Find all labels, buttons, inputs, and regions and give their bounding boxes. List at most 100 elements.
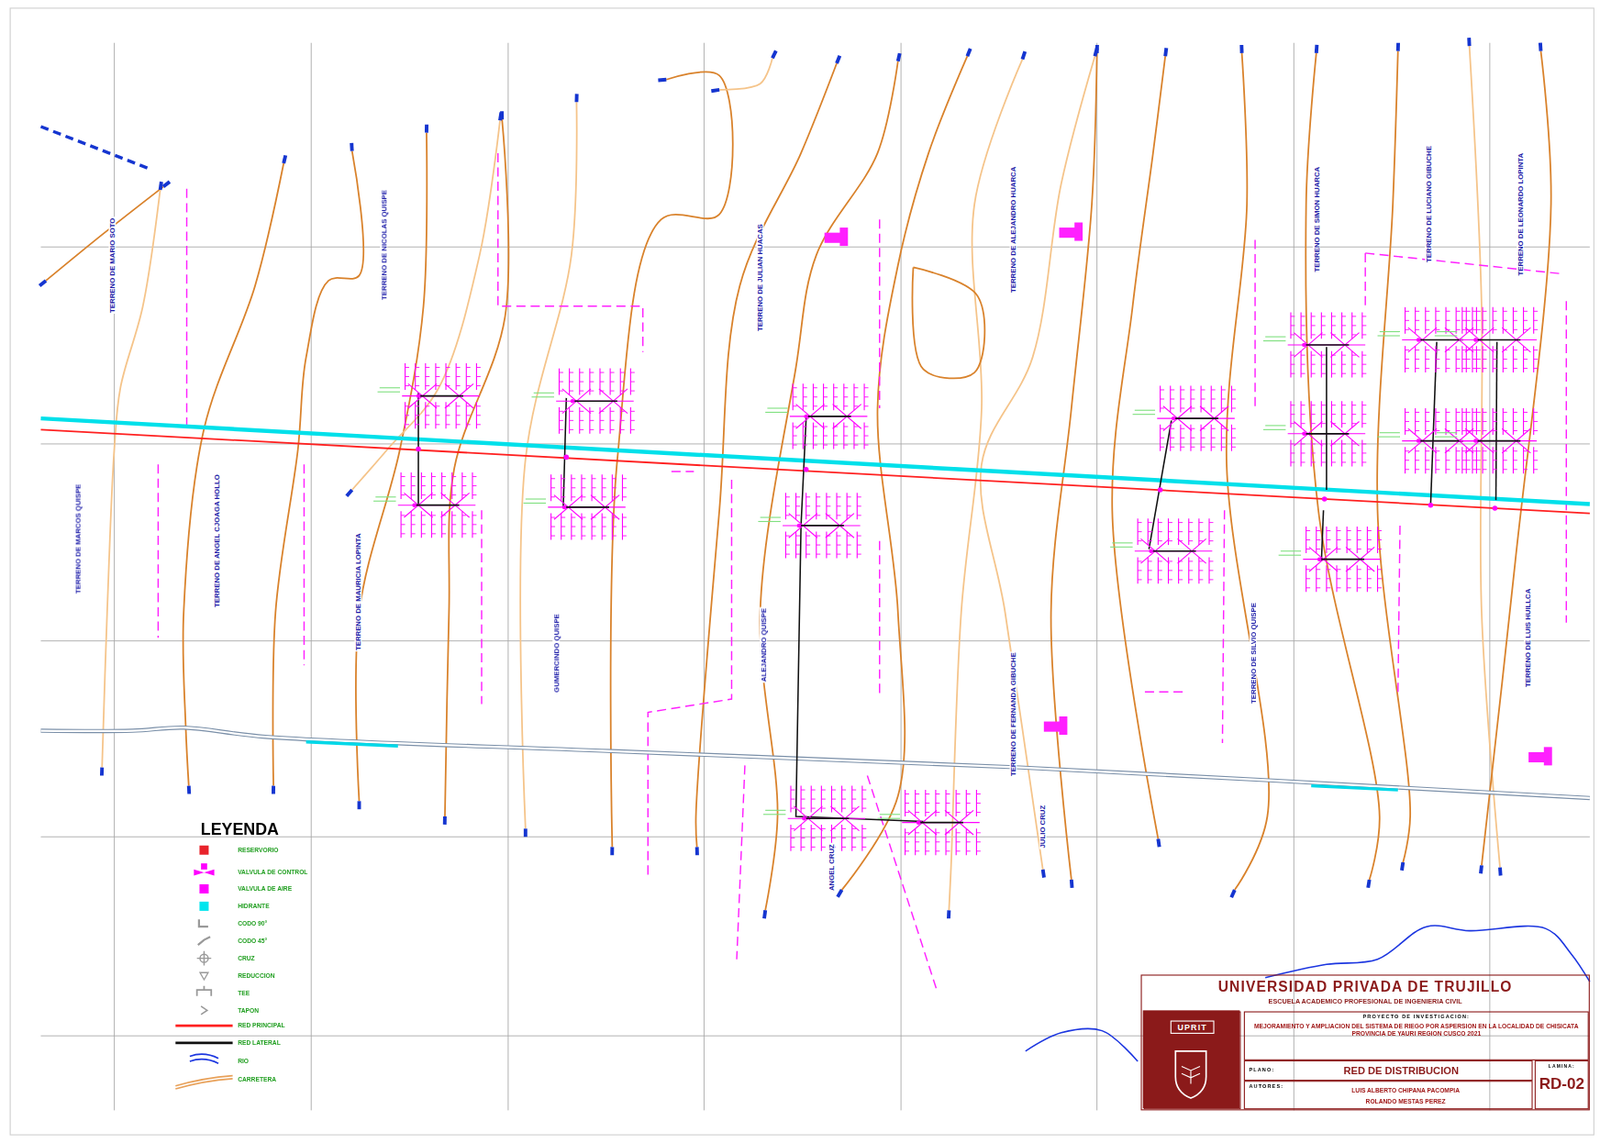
cross-symbol (197, 951, 212, 967)
sprinkler-head (425, 376, 430, 378)
sprinkler-manifold (789, 415, 868, 417)
sprinkler-head (462, 476, 467, 478)
sprinkler-head (1331, 404, 1335, 406)
sprinkler-head (589, 411, 594, 412)
sprinkler-head (1425, 367, 1430, 369)
callout-leader (765, 411, 788, 413)
sprinkler-head (611, 496, 616, 498)
sprinkler-head (823, 444, 828, 446)
legend-text: TAPON (237, 1007, 259, 1014)
sprinkler-head (405, 405, 410, 407)
level-mark (500, 111, 504, 120)
sprinkler-cluster (1434, 307, 1538, 373)
sprinkler-head (1188, 531, 1193, 533)
title-block-text: RED DE DISTRIBUCION (1274, 1066, 1528, 1078)
sub-main (564, 506, 610, 509)
road-sample (175, 1076, 233, 1089)
callout-leader (1265, 336, 1286, 338)
sprinkler-head (1405, 421, 1410, 423)
sprinkler-head (1200, 446, 1205, 448)
sprinkler-manifold (1288, 433, 1367, 434)
sprinkler-head (1326, 548, 1331, 550)
sprinkler-head (452, 533, 456, 534)
sprinkler-head (1168, 522, 1173, 523)
parcel-owner-label: TERRENO DE MARIO SOTO (108, 217, 116, 314)
sprinkler-head (1512, 311, 1517, 312)
sprinkler-head (1523, 468, 1528, 470)
property-boundary (647, 479, 732, 878)
sprinkler-head (966, 811, 970, 813)
sprinkler-head (846, 514, 851, 516)
sprinkler-head (821, 828, 825, 830)
sprinkler-head (945, 802, 950, 804)
sprinkler-head (945, 850, 950, 852)
sprinkler-head (421, 494, 425, 496)
sprinkler-head (1147, 569, 1152, 571)
contour-lines (45, 45, 1552, 911)
sprinkler-head (1377, 577, 1382, 579)
sprinkler-head (792, 435, 797, 437)
sprinkler-head (1300, 364, 1305, 366)
sprinkler-head (1211, 398, 1215, 400)
sprinkler-head (1211, 428, 1215, 430)
sprinkler-head (561, 517, 566, 519)
sprinkler-head (1211, 407, 1215, 409)
sprinkler-head (1356, 568, 1361, 570)
sprinkler-head (620, 411, 624, 412)
sprinkler-head (1512, 459, 1517, 461)
sprinkler-head (1405, 468, 1410, 470)
legend-symbol (193, 863, 214, 876)
sprinkler-head (806, 496, 811, 498)
sprinkler-head (569, 420, 574, 422)
sprinkler-head (1290, 452, 1295, 454)
callout-leader (877, 818, 900, 820)
sprinkler-head (1306, 548, 1311, 550)
sprinkler-head (1476, 430, 1480, 432)
sprinkler-head (1316, 539, 1321, 541)
sprinkler-head (844, 435, 848, 437)
sprinkler-cluster (1263, 400, 1367, 467)
hydrant-line (1311, 786, 1399, 790)
contour-line (272, 151, 364, 787)
callout-leader (1134, 410, 1156, 412)
sprinkler-head (1321, 404, 1325, 406)
sprinkler-head (796, 554, 800, 556)
sprinkler-head (792, 396, 797, 398)
sprinkler-head (862, 837, 867, 839)
sprinkler-head (1342, 404, 1346, 406)
sprinkler-head (1160, 398, 1165, 400)
sprinkler-head (622, 526, 626, 528)
sprinkler-cluster (373, 472, 477, 538)
main-junction (1428, 502, 1434, 509)
property-boundary (1365, 253, 1559, 274)
sprinkler-head (1170, 428, 1175, 430)
sprinkler-head (1362, 452, 1367, 454)
sprinkler-head (1300, 422, 1305, 424)
sprinkler-head (1300, 373, 1305, 375)
sprinkler-head (1415, 311, 1420, 312)
sprinkler-head (802, 396, 807, 398)
legend-text: CRUZ (237, 955, 256, 962)
sprinkler-head (610, 390, 614, 392)
sprinkler-head (955, 832, 960, 834)
sub-main (1319, 558, 1365, 561)
property-boundary (1222, 510, 1224, 744)
sprinkler-head (445, 376, 450, 378)
sub-main (1173, 417, 1219, 420)
sprinkler-head (1231, 428, 1235, 430)
sprinkler-head (1533, 459, 1538, 461)
sprinkler-head (1342, 315, 1346, 317)
sprinkler-head (976, 841, 980, 843)
sprinkler-head (852, 837, 856, 839)
parcel-owner-label: TERRENO DE ANGEL CJOAGA HOLLO (212, 473, 221, 609)
sprinkler-head (1533, 450, 1538, 452)
sprinkler-head (455, 405, 460, 407)
sprinkler-head (812, 435, 817, 437)
valve-box-cap (839, 227, 848, 246)
callout-leader (763, 813, 786, 815)
sprinkler-cluster (765, 383, 868, 449)
legend-symbol (197, 951, 212, 967)
sprinkler-head (561, 526, 566, 528)
parcel-owner-label: ALEJANDRO QUISPE (759, 607, 767, 683)
sprinkler-head (611, 517, 616, 519)
